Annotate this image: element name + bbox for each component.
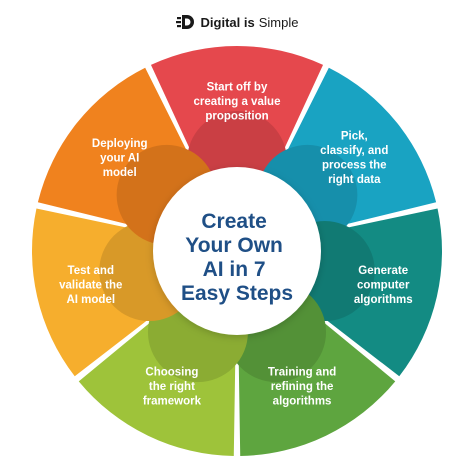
step-label-line: Generate — [358, 265, 408, 277]
center-title-line-4: Easy Steps — [181, 282, 293, 305]
step-label-framework: Choosing the right framework — [143, 367, 202, 408]
step-label-line: validate the — [59, 279, 122, 291]
step-label-line: process the — [322, 160, 387, 172]
step-label-value-proposition: Start off by creating a value proposition — [194, 82, 281, 123]
step-label-test-validate: Test and validate the AI model — [59, 265, 122, 306]
digital-is-simple-logo-icon — [175, 15, 194, 29]
center-title: Create Your Own AI in 7 Easy Steps — [181, 210, 293, 305]
step-label-line: right data — [328, 174, 381, 186]
step-label-deploying: Deploying your AI model — [92, 138, 148, 179]
brand-header: Digital is Simple — [0, 10, 474, 34]
step-label-line: Deploying — [92, 138, 148, 150]
step-label-generate-algorithms: Generate computer algorithms — [354, 265, 413, 306]
step-label-line: model — [103, 167, 137, 179]
center-circle — [153, 167, 321, 335]
center-title-line-3: AI in 7 — [203, 258, 266, 281]
step-label-line: the right — [149, 381, 195, 393]
center-title-line-1: Create — [201, 210, 266, 233]
step-label-line: computer — [357, 279, 410, 291]
step-label-line: AI model — [66, 294, 115, 306]
step-label-line: Pick, — [341, 131, 368, 143]
brand-name-bold: Digital is — [200, 14, 255, 30]
step-label-training: Training and refining the algorithms — [268, 367, 336, 408]
step-label-line: Training and — [268, 367, 336, 379]
step-segment-value-proposition — [150, 46, 324, 164]
brand-name-regular: Simple — [258, 14, 299, 30]
step-labels-layer: Start off by creating a value propositionP… — [59, 82, 413, 408]
step-label-line: Test and — [68, 265, 114, 277]
step-label-line: proposition — [205, 111, 268, 123]
step-label-line: algorithms — [273, 396, 332, 408]
step-label-line: your AI — [100, 152, 139, 164]
step-label-line: refining the — [271, 381, 334, 393]
step-label-line: classify, and — [320, 145, 388, 157]
step-label-process-data: Pick, classify, and process the right data — [320, 131, 388, 187]
center-title-line-2: Your Own — [185, 234, 283, 257]
brand-name: Digital is Simple — [201, 16, 299, 29]
step-label-line: Choosing — [145, 367, 198, 379]
step-label-line: Start off by — [207, 82, 268, 94]
step-label-line: framework — [143, 396, 202, 408]
step-label-line: algorithms — [354, 294, 413, 306]
step-label-line: creating a value — [194, 96, 281, 108]
